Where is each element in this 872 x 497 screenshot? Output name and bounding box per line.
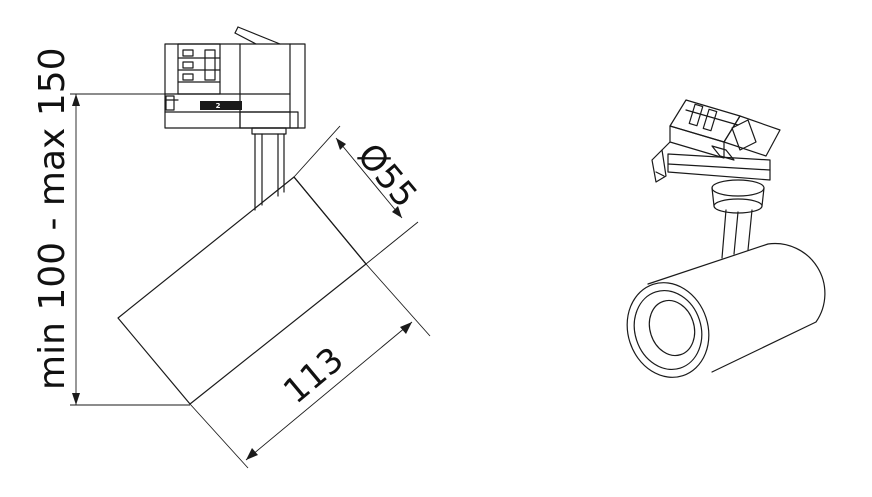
height-range-label: min 100 - max 150 <box>32 47 73 390</box>
track-adapter-3d <box>651 99 781 214</box>
diameter-label: Ø55 <box>349 136 425 215</box>
length-dimension: 113 <box>189 263 431 469</box>
side-view-drawing: 2 min 100 - max 150 <box>32 26 431 469</box>
length-label: 113 <box>276 340 351 412</box>
stem-3d <box>721 209 753 259</box>
diameter-dimension: Ø55 <box>293 125 425 265</box>
adapter-marking: 2 <box>216 102 221 110</box>
stem-side <box>254 133 285 211</box>
isometric-view <box>626 99 826 378</box>
lamp-body-3d <box>626 242 826 378</box>
height-dimension: min 100 - max 150 <box>32 47 190 406</box>
track-adapter-side: 2 <box>164 26 306 135</box>
